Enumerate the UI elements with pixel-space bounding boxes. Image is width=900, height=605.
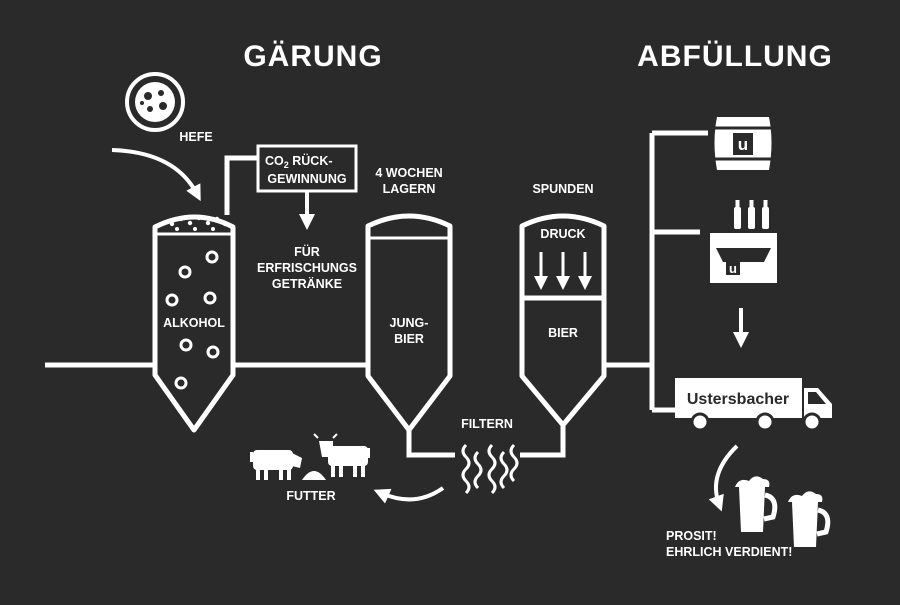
bottle-crate-icon: u <box>710 200 777 283</box>
label-co2-line2: GEWINNUNG <box>267 172 346 186</box>
label-lagern-2: LAGERN <box>383 182 436 196</box>
section-title-gaerung: GÄRUNG <box>243 40 382 73</box>
lager-tank <box>365 213 453 433</box>
label-alkohol: ALKOHOL <box>163 316 225 330</box>
cow-icon <box>250 433 370 480</box>
label-bier: BIER <box>548 326 578 340</box>
label-co2-line1: CO2 RÜCK- <box>265 153 333 170</box>
truck-brand: Ustersbacher <box>687 391 789 408</box>
truck-to-mugs-arrow <box>708 444 739 512</box>
label-filtern: FILTERN <box>461 417 513 431</box>
label-fuer-3: GETRÄNKE <box>272 276 342 291</box>
crate-logo: u <box>729 261 737 276</box>
yeast-petri-dish-icon <box>125 72 185 132</box>
section-title-abfuellung: ABFÜLLUNG <box>637 40 833 73</box>
spunden-tank <box>519 213 607 428</box>
beer-barrel-icon: u <box>713 117 773 170</box>
filter-squiggles <box>461 443 519 495</box>
label-prosit-2: EHRLICH VERDIENT! <box>666 545 792 559</box>
label-lagern-1: 4 WOCHEN <box>375 166 442 180</box>
label-fuer-2: ERFRISCHUNGS <box>257 261 357 275</box>
label-jungbier-1: JUNG- <box>390 316 429 330</box>
yeast-arrow <box>111 148 201 202</box>
beer-mug-icon <box>735 476 831 547</box>
label-spunden: SPUNDEN <box>532 182 593 196</box>
label-futter: FUTTER <box>286 489 335 503</box>
fermentation-tank <box>152 214 236 433</box>
futter-arrow <box>373 486 445 504</box>
label-prosit-1: PROSIT! <box>666 529 717 543</box>
label-jungbier-2: BIER <box>394 332 424 346</box>
delivery-truck-icon: Ustersbacher <box>675 378 832 432</box>
label-fuer-1: FÜR <box>294 244 320 259</box>
main-pipeline <box>45 130 708 458</box>
label-hefe: HEFE <box>179 130 212 144</box>
barrel-logo: u <box>738 135 748 154</box>
label-druck: DRUCK <box>540 227 585 241</box>
